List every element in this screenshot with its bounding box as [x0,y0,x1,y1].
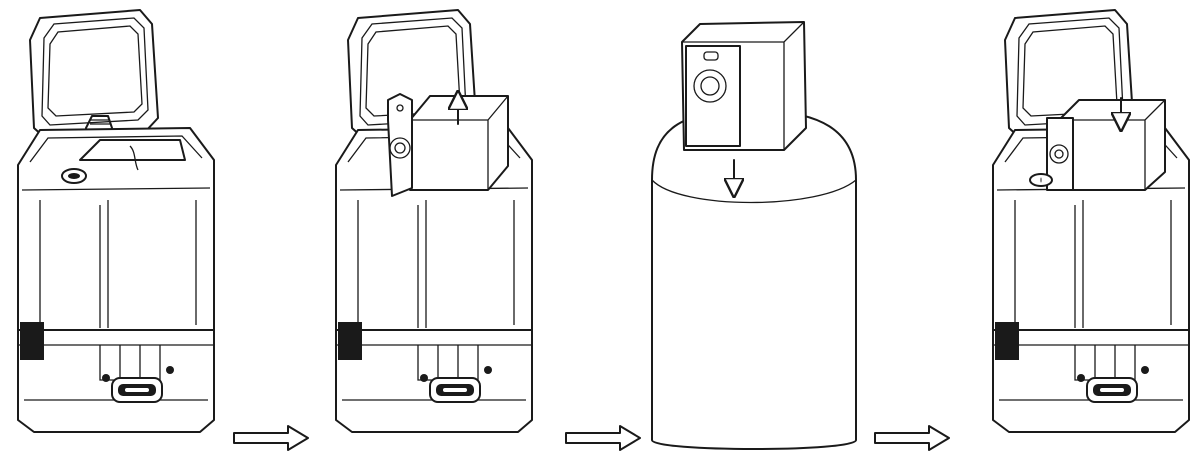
arrow-right-icon [565,425,641,451]
step-remove-bag [318,0,548,459]
dust-station-remove-bag-icon [335,9,533,433]
bag-into-bin-icon [651,21,857,450]
step-dispose-bag [640,0,870,459]
dust-station-insert-bag-icon [992,9,1190,433]
dust-station-lid-open-icon [17,9,215,433]
arrow-right-icon [874,425,950,451]
step-insert-new-bag [975,0,1204,459]
arrow-right-icon [233,425,309,451]
step-open-lid [0,0,230,459]
